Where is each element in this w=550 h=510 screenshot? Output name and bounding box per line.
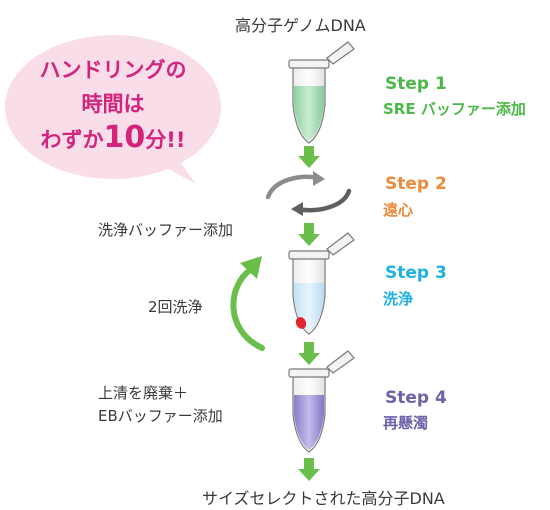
speech-bubble (5, 35, 221, 184)
step2-desc: 遠心 (383, 201, 414, 219)
step2-title: Step 2 (385, 174, 447, 194)
bubble-body (5, 35, 221, 179)
tube3-cap (326, 232, 355, 256)
wash-twice-label: 2回洗浄 (148, 298, 203, 316)
centrifuge-icon (265, 171, 352, 216)
arrow-down-1 (298, 146, 320, 168)
bubble-line-1: ハンドリングの (39, 58, 187, 82)
tube-step1 (288, 41, 355, 144)
discard-label-line1: 上清を廃棄＋ (98, 384, 189, 402)
bubble-prefix: わずか (40, 128, 104, 152)
wash-loop-arrow (230, 256, 265, 351)
step1-title: Step 1 (385, 74, 447, 94)
tube-step3 (288, 232, 355, 335)
pellet-red (295, 317, 307, 329)
arrow-down-2 (298, 223, 320, 246)
tube1-cap (326, 41, 355, 65)
discard-label-line2: EBバッファー添加 (98, 407, 223, 425)
bubble-line-3: わずか10分!! (5, 120, 221, 155)
tube-step4 (288, 350, 355, 453)
top-label: 高分子ゲノムDNA (235, 16, 366, 35)
arrow-down-4 (298, 458, 320, 481)
bottom-label: サイズセレクトされた高分子DNA (202, 489, 445, 508)
tube1-liquid (294, 86, 324, 141)
step3-desc: 洗浄 (383, 290, 414, 308)
step1-desc: SRE バッファー添加 (383, 100, 526, 118)
bubble-big-number: 10 (103, 120, 146, 155)
arrow-down-3 (298, 342, 320, 365)
step3-title: Step 3 (385, 263, 447, 283)
step4-desc: 再懸濁 (383, 414, 429, 432)
bubble-text: ハンドリングの 時間は わずか10分!! (5, 44, 221, 174)
bubble-line-2: 時間は (81, 92, 145, 116)
bubble-suffix: 分!! (145, 128, 186, 152)
step4-title: Step 4 (385, 388, 447, 408)
wash-buffer-label: 洗浄バッファー添加 (98, 221, 234, 239)
tube4-cap (326, 350, 355, 374)
flow-arrows (298, 146, 320, 481)
tube4-liquid (294, 395, 324, 450)
